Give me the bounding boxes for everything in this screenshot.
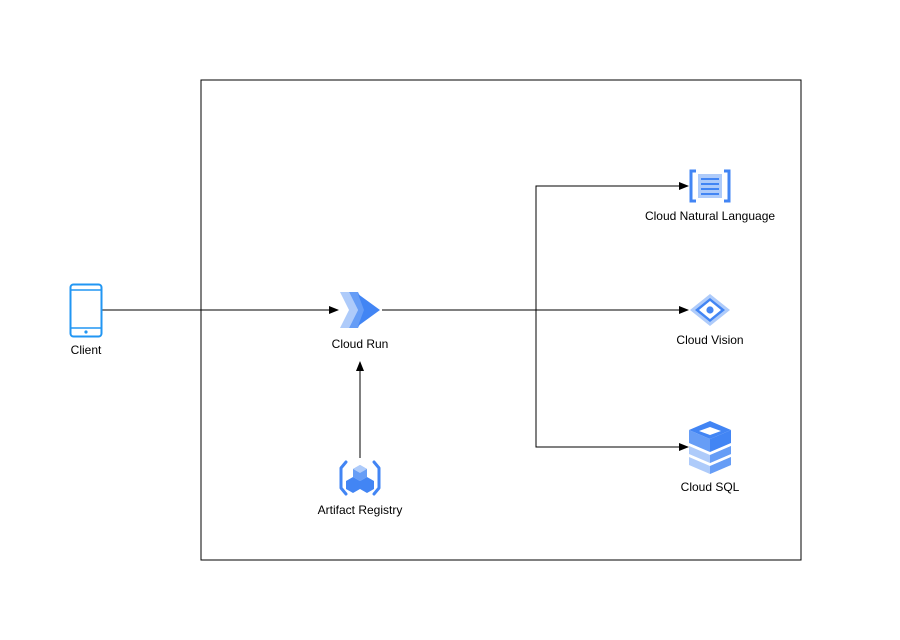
cloud-natural-language-label: Cloud Natural Language	[644, 209, 776, 223]
cloud-run-icon	[340, 292, 380, 328]
cloud-vision-icon	[690, 294, 730, 326]
edge-cloud-run-to-cloud-sql	[535, 310, 689, 451]
cloud-sql-icon	[689, 421, 731, 474]
project-boundary	[200, 79, 802, 561]
cloud-sql-label: Cloud SQL	[680, 480, 740, 494]
mobile-phone-icon	[69, 283, 103, 338]
artifact-registry-icon	[339, 460, 381, 496]
edges	[102, 182, 689, 458]
artifact-registry-label: Artifact Registry	[317, 503, 403, 517]
client-label: Client	[70, 343, 102, 357]
cloud-natural-language-icon	[689, 169, 731, 203]
cloud-vision-label: Cloud Vision	[676, 333, 744, 347]
cloud-run-label: Cloud Run	[331, 337, 389, 351]
edge-cloud-run-to-natural-language	[535, 182, 689, 310]
